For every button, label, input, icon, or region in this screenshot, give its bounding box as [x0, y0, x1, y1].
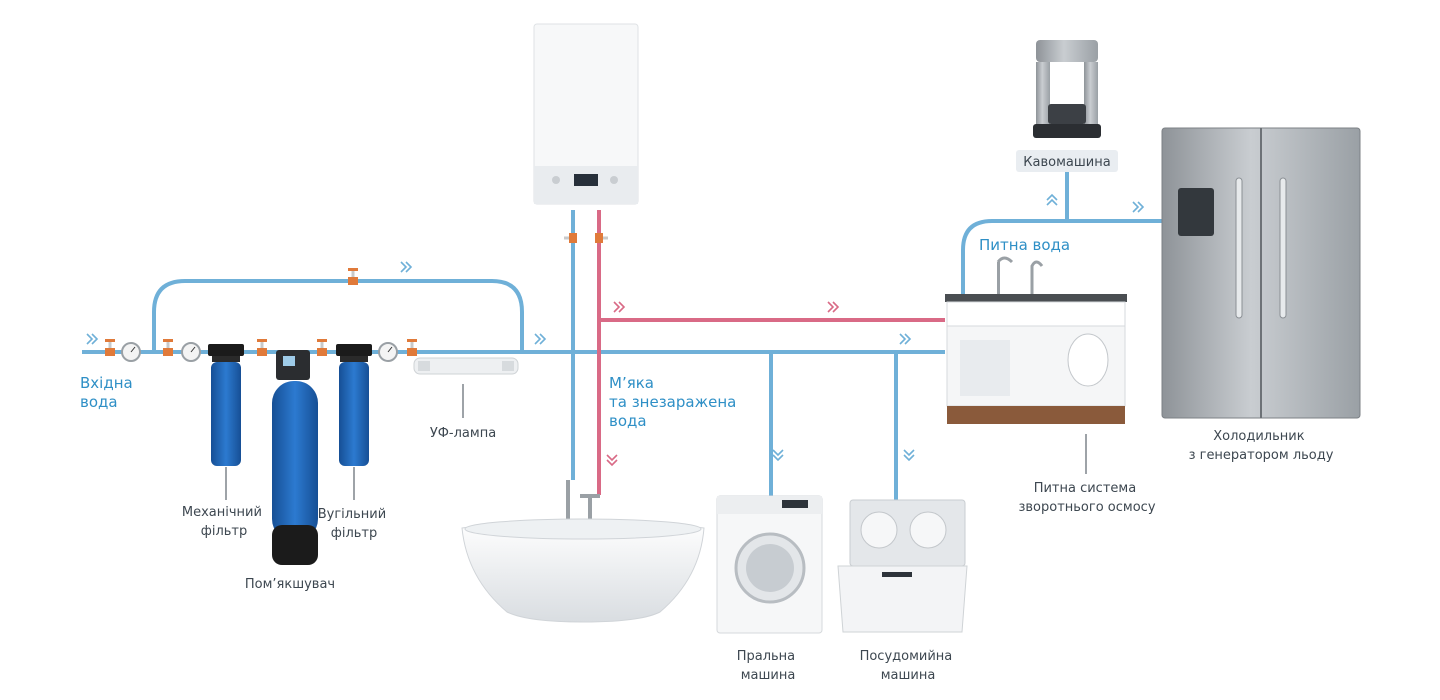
coffee-machine-label: Кавомашина [1023, 155, 1110, 170]
carbon-filter [336, 344, 372, 466]
washing-machine-line-2: машина [741, 668, 796, 683]
washing-machine-line-1: Пральна [737, 649, 795, 664]
valve-icon [407, 339, 417, 356]
valve-icon [317, 339, 327, 356]
valve-icon [595, 233, 608, 243]
valve-icon [348, 268, 358, 285]
gauges [121, 342, 398, 362]
input-water-line-2: вода [80, 393, 118, 411]
chevron-double-right-icon [899, 333, 911, 345]
chevron-double-right-icon [534, 333, 546, 345]
dishwasher-label: Посудомийна машина [860, 649, 957, 683]
chevron-double-right-icon [86, 333, 98, 345]
ro-system-line-2: зворотнього осмосу [1018, 500, 1155, 515]
chevron-double-right-icon [613, 301, 625, 313]
washing-machine-label: Пральна машина [737, 649, 800, 683]
chevron-double-right-icon [1132, 201, 1144, 213]
chevron-double-down-icon [606, 454, 618, 466]
carbon-filter-line-1: Вугільний [318, 507, 386, 522]
chevron-double-up-icon [1046, 194, 1058, 206]
uv-lamp [413, 357, 519, 375]
ro-sink-cabinet [945, 256, 1127, 424]
softener-tank [272, 350, 318, 565]
pressure-gauge-icon [181, 342, 201, 362]
leader-lines [225, 384, 1087, 500]
valves [105, 233, 608, 356]
mechanical-filter-label: Механічний фільтр [182, 505, 266, 539]
boiler [533, 23, 639, 205]
fridge-label: Холодильник з генератором льоду [1189, 429, 1334, 463]
dishwasher-line-1: Посудомийна [860, 649, 953, 664]
input-water-line-1: Вхідна [80, 374, 133, 392]
mechanical-filter-line-1: Механічний [182, 505, 262, 520]
ro-system-label: Питна система зворотнього осмосу [1018, 481, 1155, 515]
valve-icon [163, 339, 173, 356]
bypass-pipe [152, 279, 524, 352]
drinking-water-pipe [961, 219, 1162, 297]
mechanical-filter [208, 344, 244, 466]
softener-label: Пом’якшувач [245, 577, 335, 592]
chevron-double-down-icon [903, 449, 915, 461]
input-water-label: Вхідна вода [80, 374, 138, 411]
pressure-gauge-icon [121, 342, 141, 362]
dishwasher [837, 499, 968, 633]
chevron-double-right-icon [827, 301, 839, 313]
drinking-water-label: Питна вода [979, 236, 1070, 254]
fridge-line-2: з генератором льоду [1189, 448, 1334, 463]
valve-icon [105, 339, 115, 356]
carbon-filter-label: Вугільний фільтр [318, 507, 391, 541]
mechanical-filter-line-2: фільтр [201, 524, 248, 539]
soft-water-line-2: та знезаражена [609, 393, 736, 411]
bathtub [461, 480, 705, 623]
coffee-machine [1033, 40, 1101, 138]
soft-water-label: М’яка та знезаражена вода [609, 374, 741, 430]
valve-icon [257, 339, 267, 356]
hot-water-pipes [597, 210, 945, 495]
pressure-gauge-icon [378, 342, 398, 362]
uv-lamp-label: УФ-лампа [430, 426, 496, 441]
coffee-label-badge [1016, 150, 1118, 172]
chevron-double-right-icon [400, 261, 412, 273]
chevron-double-down-icon [772, 449, 784, 461]
dishwasher-line-2: машина [881, 668, 936, 683]
soft-water-line-1: М’яка [609, 374, 654, 392]
carbon-filter-line-2: фільтр [331, 526, 378, 541]
valve-icon [564, 233, 577, 243]
soft-water-line-3: вода [609, 412, 647, 430]
ro-system-line-1: Питна система [1034, 481, 1136, 496]
fridge [1161, 127, 1361, 419]
washing-machine [716, 495, 823, 634]
fridge-line-1: Холодильник [1213, 429, 1304, 444]
